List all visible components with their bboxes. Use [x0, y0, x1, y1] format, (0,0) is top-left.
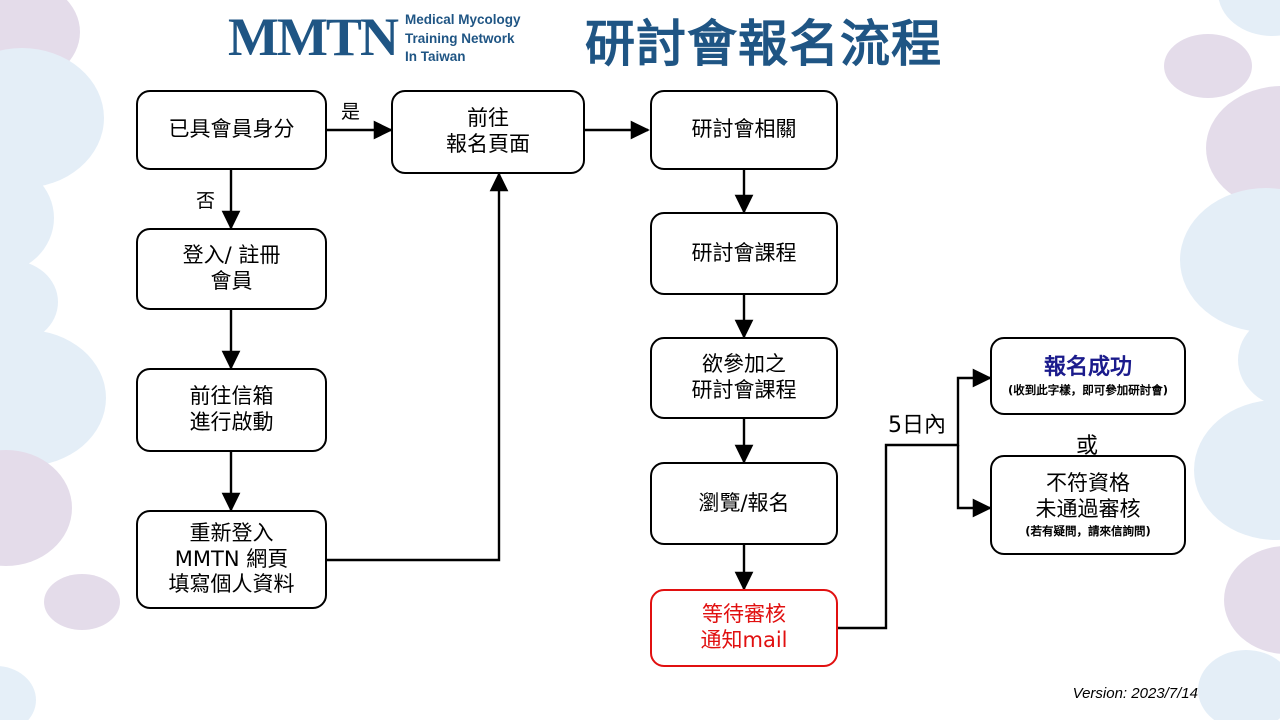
node-rejected[interactable]: 不符資格 未通過審核 (若有疑問，請來信詢問): [990, 455, 1186, 555]
version-label: Version: 2023/7/14: [1072, 685, 1198, 702]
blob-blue: [1180, 188, 1280, 332]
blob-blue: [0, 162, 54, 274]
blob-blue: [0, 330, 106, 466]
mmtn-logo: MMTN Medical Mycology Training Network I…: [228, 8, 520, 67]
node-desired-course-line2: 研討會課程: [691, 378, 797, 402]
node-await-review-line2: 通知mail: [700, 628, 788, 652]
node-member-check-line1: 已具會員身分: [168, 117, 295, 142]
node-relogin-profile[interactable]: 重新登入 MMTN 網頁 填寫個人資料: [136, 510, 327, 609]
node-seminar-related-line1: 研討會相關: [691, 117, 797, 142]
node-desired-course[interactable]: 欲參加之 研討會課程: [650, 337, 838, 419]
edge-label-or: 或: [1076, 434, 1099, 459]
logo-tagline: Medical Mycology Training Network In Tai…: [405, 11, 521, 67]
node-relogin-profile-line3: 填寫個人資料: [168, 572, 295, 597]
edge-label-within-5-days: 5日內: [888, 413, 946, 438]
blob-purple: [44, 574, 120, 630]
node-rejected-line1: 不符資格: [1046, 471, 1130, 496]
node-login-register-line2: 會員: [210, 269, 253, 293]
edge-await-to-rejected: [956, 445, 992, 518]
blob-purple: [0, 450, 72, 566]
node-go-mailbox-line2: 進行啟動: [189, 410, 274, 434]
node-seminar-course[interactable]: 研討會課程: [650, 212, 838, 295]
page-title: 研討會報名流程: [585, 15, 942, 73]
node-relogin-profile-line2: MMTN 網頁: [174, 546, 289, 571]
blob-blue: [1194, 400, 1280, 540]
node-relogin-profile-line1: 重新登入: [189, 521, 274, 546]
node-success-line1: 報名成功: [1043, 354, 1132, 380]
node-await-review[interactable]: 等待審核 通知mail: [650, 589, 838, 667]
node-desired-course-line1: 欲參加之: [702, 352, 786, 377]
edge-label-no: 否: [196, 190, 216, 212]
node-seminar-course-line1: 研討會課程: [691, 240, 797, 265]
node-browse-signup[interactable]: 瀏覽/報名: [650, 462, 838, 545]
logo-tagline-line1: Medical Mycology: [404, 12, 521, 27]
blob-blue: [0, 666, 36, 720]
node-login-register-line1: 登入/ 註冊: [182, 243, 281, 268]
edge-label-yes: 是: [341, 101, 361, 123]
node-go-register-page[interactable]: 前往 報名頁面: [391, 90, 585, 174]
node-rejected-line2: 未通過審核: [1035, 497, 1141, 522]
node-go-register-page-line2: 報名頁面: [446, 132, 530, 156]
edge-relogin-to-register: [327, 172, 509, 562]
logo-tagline-line3: In Taiwan: [404, 49, 466, 65]
node-login-register[interactable]: 登入/ 註冊 會員: [136, 228, 327, 310]
blob-purple: [1206, 86, 1280, 210]
node-seminar-related[interactable]: 研討會相關: [650, 90, 838, 170]
node-go-mailbox-line1: 前往信箱: [189, 384, 274, 409]
node-success[interactable]: 報名成功 (收到此字樣，即可參加研討會): [990, 337, 1186, 415]
node-go-mailbox[interactable]: 前往信箱 進行啟動: [136, 368, 327, 452]
logo-tagline-line2: Training Network: [404, 30, 515, 46]
node-go-register-page-line1: 前往: [467, 106, 509, 131]
blob-blue: [0, 260, 58, 344]
logo-wordmark: MMTN: [228, 7, 399, 68]
node-rejected-note: (若有疑問，請來信詢問): [1025, 523, 1151, 538]
slide-header: MMTN Medical Mycology Training Network I…: [0, 0, 1280, 80]
node-success-note: (收到此字樣，即可參加研討會): [1007, 382, 1168, 397]
node-await-review-line1: 等待審核: [702, 602, 786, 627]
blob-purple: [1224, 546, 1280, 654]
node-member-check[interactable]: 已具會員身分: [136, 90, 327, 170]
blob-blue: [1238, 313, 1280, 407]
blob-blue: [1198, 650, 1280, 720]
node-browse-signup-line1: 瀏覽/報名: [698, 490, 790, 515]
